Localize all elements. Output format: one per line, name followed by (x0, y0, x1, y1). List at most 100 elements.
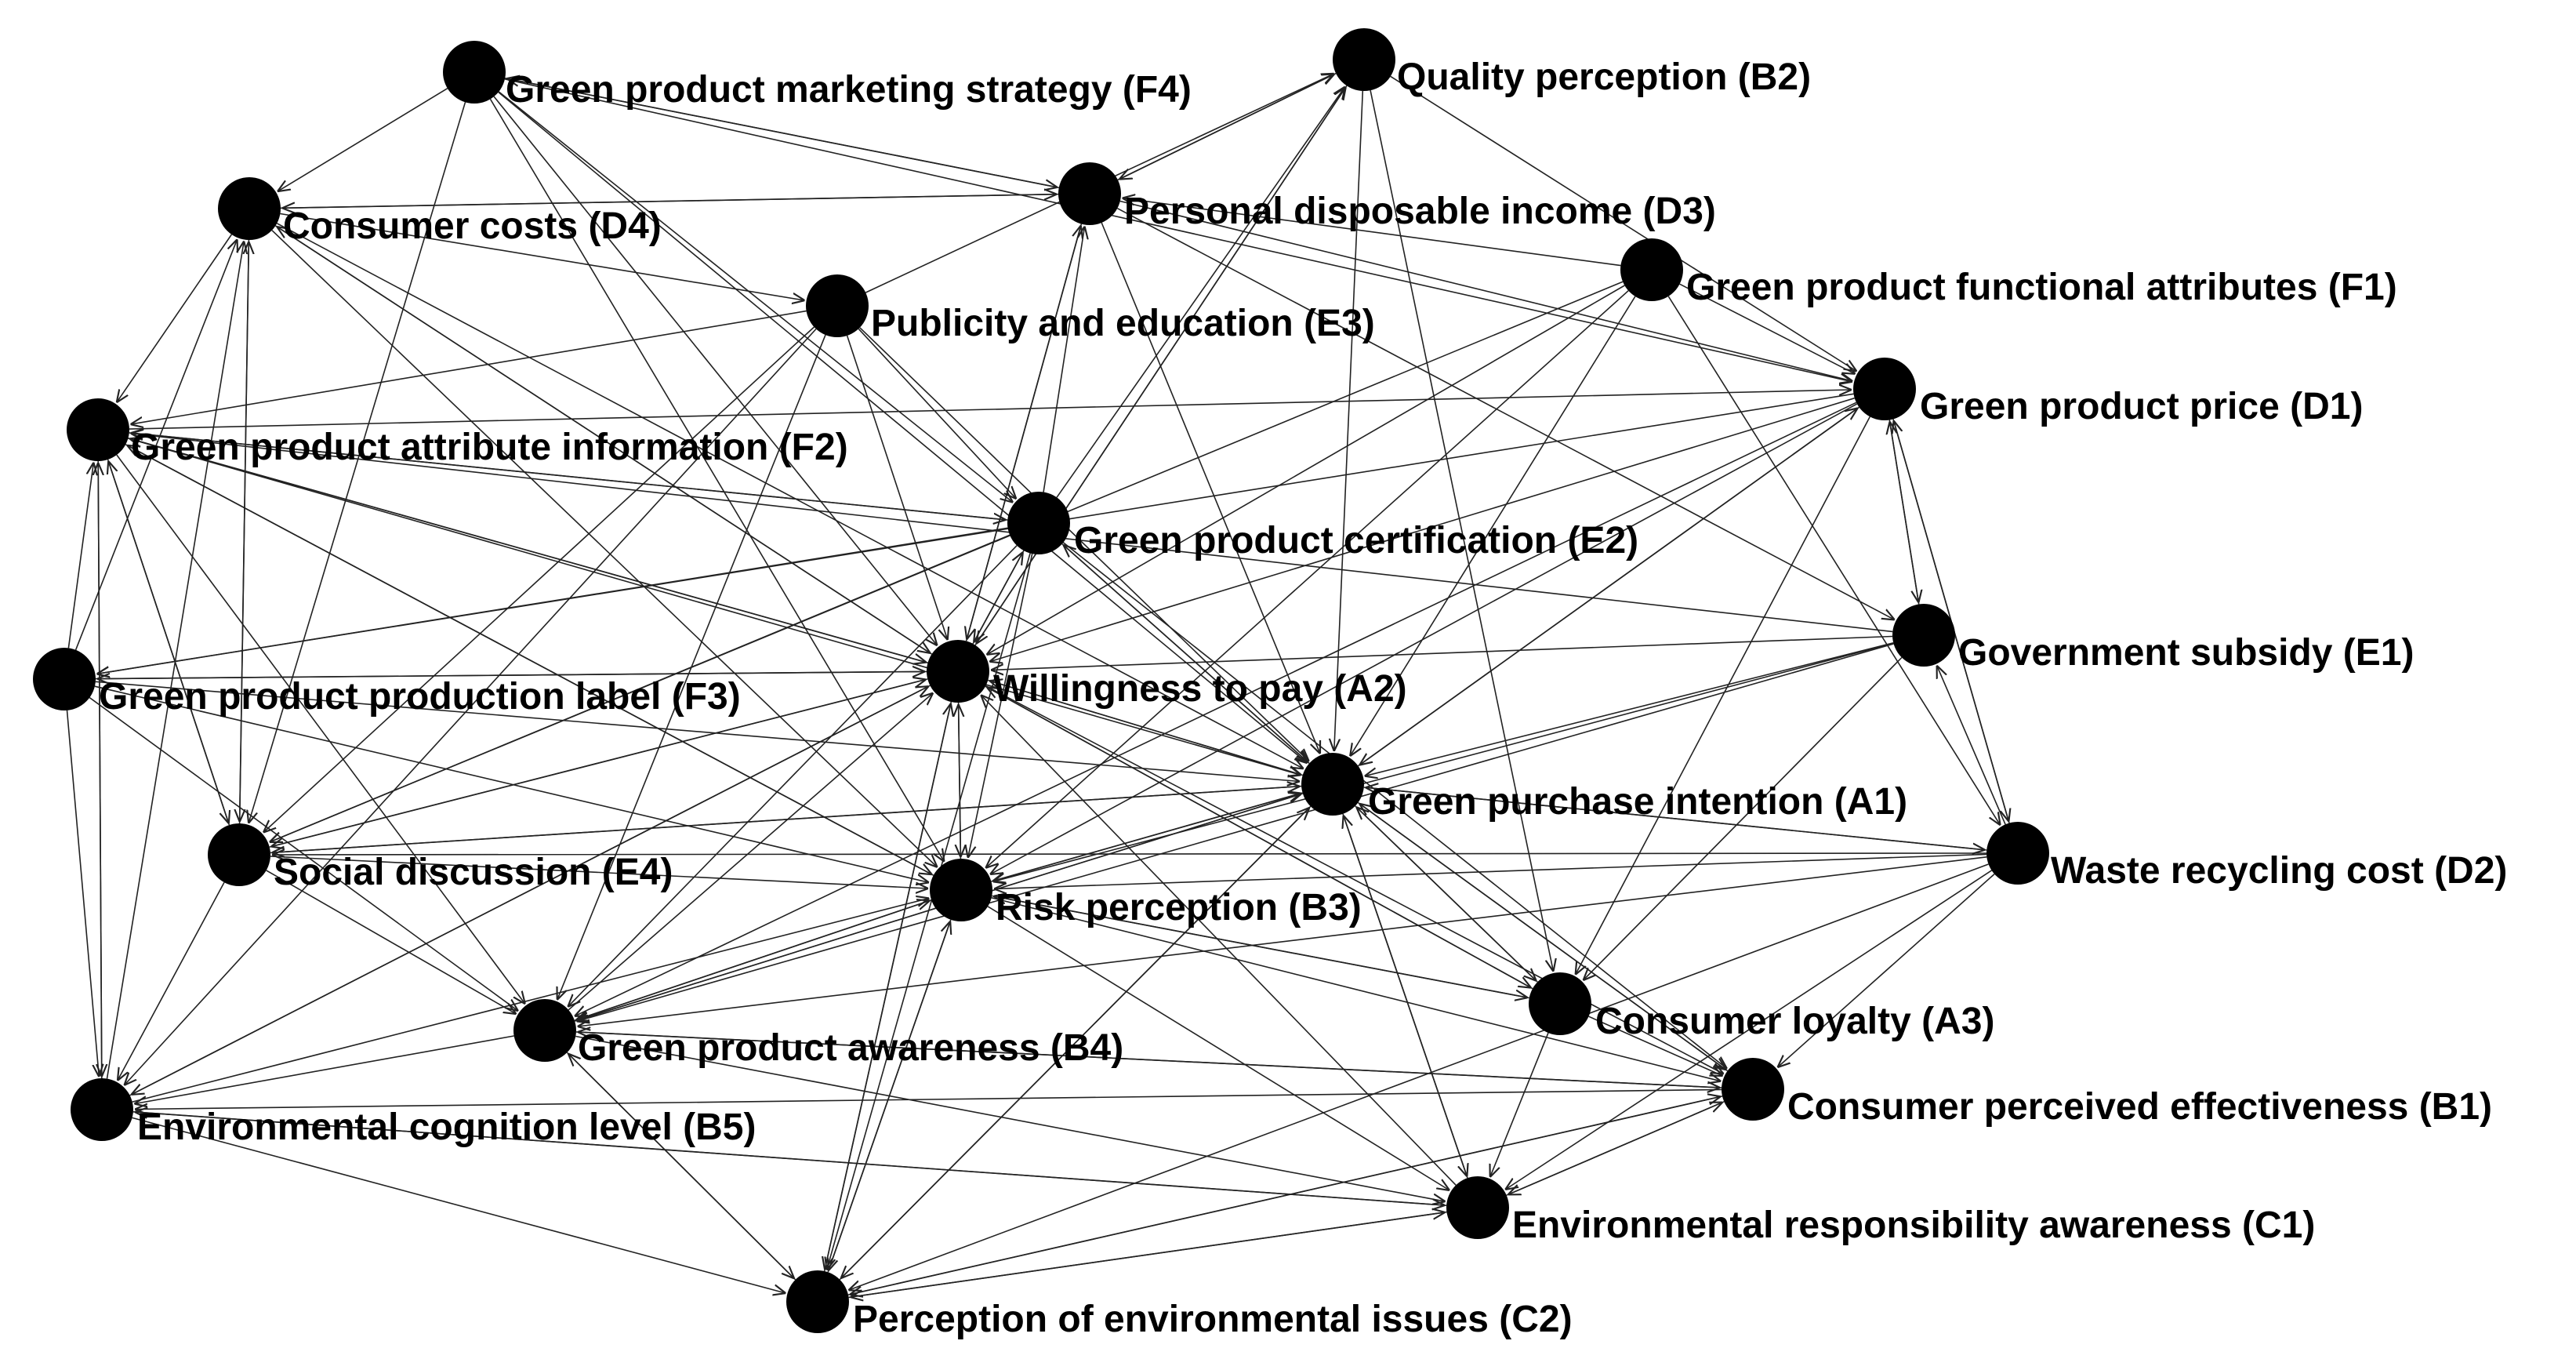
edge-c1-to-b5 (135, 1112, 1447, 1206)
node-d2 (1986, 822, 2049, 885)
node-f2 (67, 398, 129, 461)
node-e2 (1007, 492, 1070, 554)
edge-d1-to-a2 (989, 397, 1855, 662)
node-a3 (1529, 972, 1591, 1035)
edge-e4-to-b5 (118, 881, 225, 1081)
edge-b5-to-a2 (129, 686, 929, 1096)
node-label-e3: Publicity and education (E3) (871, 303, 1375, 344)
edge-e1-to-d1 (1890, 422, 1920, 605)
edge-b3-to-f2 (127, 445, 934, 876)
edge-f4-to-a1 (498, 91, 1308, 764)
node-label-f2: Green product attribute information (F2) (131, 427, 848, 468)
edge-b2-to-d1 (1390, 75, 1857, 371)
edge-f2-to-d1 (129, 390, 1852, 430)
edge-f4-to-a2 (493, 96, 938, 645)
node-label-a1: Green purchase intention (A1) (1368, 781, 1907, 823)
edge-d2-to-c1 (1505, 870, 1993, 1190)
edge-d2-to-b3 (994, 853, 1987, 888)
edge-c1-to-b1 (1506, 1103, 1723, 1196)
edge-e3-to-b5 (124, 328, 817, 1086)
edge-f1-to-d1 (1679, 283, 1856, 374)
edge-a3-to-b1 (1588, 1016, 1723, 1076)
node-e1 (1892, 604, 1955, 667)
edge-a1-to-d1 (1358, 408, 1858, 767)
edge-e2-to-b4 (568, 545, 1018, 1007)
edge-d2-to-e1 (1937, 666, 2006, 825)
edge-d2-to-c2 (848, 863, 1989, 1290)
edge-d2-to-b1 (1777, 874, 1995, 1068)
node-label-f3: Green product production label (F3) (99, 676, 741, 718)
node-e3 (806, 274, 869, 337)
edge-f4-to-d4 (278, 88, 448, 192)
edge-f4-to-d1 (504, 78, 1852, 382)
edge-a2-to-f2 (129, 438, 928, 663)
node-label-d1: Green product price (D1) (1920, 386, 2363, 427)
edge-c2-to-b4 (568, 1054, 796, 1281)
node-label-b5: Environmental cognition level (B5) (137, 1106, 756, 1148)
edge-e3-to-e4 (263, 326, 815, 833)
edge-e1-to-b3 (993, 642, 1894, 881)
node-f1 (1620, 238, 1683, 301)
edge-b2-to-a1 (1334, 90, 1364, 751)
edge-b5-to-f2 (98, 463, 102, 1079)
edge-d4-to-b3 (271, 230, 938, 867)
edge-f1-to-d3 (1123, 198, 1621, 267)
edge-a2-to-d4 (277, 227, 932, 655)
edge-f2-to-b4 (116, 454, 525, 1004)
edge-d4-to-a1 (276, 223, 1304, 769)
edge-f4-to-b3 (489, 98, 945, 862)
edge-a3-to-a1 (1356, 807, 1538, 983)
edge-d3-to-a1 (1101, 222, 1320, 754)
edge-c2-to-c1 (848, 1212, 1446, 1299)
edge-e4-to-d4 (238, 242, 249, 824)
edge-e4-to-f2 (108, 461, 230, 826)
edge-c1-to-a2 (981, 695, 1457, 1186)
node-d1 (1853, 358, 1916, 420)
edge-f3-to-a1 (95, 681, 1300, 781)
node-label-b1: Consumer perceived effectiveness (B1) (1787, 1086, 2492, 1128)
edge-d4-to-d3 (280, 194, 1057, 209)
node-label-d3: Personal disposable income (D3) (1124, 191, 1716, 232)
edge-b5-to-d4 (106, 241, 245, 1079)
edge-c1-to-a1 (1344, 816, 1468, 1179)
edge-a2-to-e2 (972, 552, 1023, 645)
edge-b1-to-b4 (578, 1032, 1722, 1088)
edge-f1-to-d2 (1667, 296, 2000, 826)
edge-e4-to-b4 (266, 870, 517, 1014)
edge-a1-to-a2 (989, 681, 1303, 776)
edge-b2-to-d3 (1119, 72, 1337, 180)
edge-b4-to-b5 (134, 1035, 514, 1104)
edge-c2-to-a2 (823, 703, 951, 1272)
edge-b3-to-a2 (959, 704, 961, 859)
node-label-e2: Green product certification (E2) (1074, 520, 1638, 561)
edge-e3-to-f2 (130, 310, 807, 424)
edge-e2-to-f2 (131, 433, 1008, 521)
edge-e2-to-b1 (1062, 542, 1727, 1069)
edge-e2-to-b2 (1056, 86, 1345, 498)
node-label-d4: Consumer costs (D4) (283, 205, 662, 247)
edge-e1-to-a1 (1365, 642, 1894, 776)
edge-c2-to-a1 (839, 808, 1309, 1281)
edge-d3-to-d1 (1119, 200, 1852, 382)
nodes-layer (33, 28, 2049, 1333)
edge-d1-to-b3 (990, 403, 1858, 874)
node-label-c2: Perception of environmental issues (C2) (853, 1299, 1573, 1340)
edge-d3-to-f4 (506, 78, 1059, 189)
edge-b3-to-a1 (991, 794, 1301, 882)
node-label-f4: Green product marketing strategy (F4) (506, 69, 1192, 111)
edge-f3-to-b3 (94, 685, 929, 882)
edge-c2-to-b1 (847, 1096, 1721, 1295)
edge-a3-to-c1 (1490, 1032, 1549, 1177)
edge-a2-to-f3 (97, 670, 927, 678)
edge-f1-to-a2 (986, 285, 1625, 655)
edge-a3-to-a2 (987, 687, 1533, 990)
edge-e3-to-a1 (859, 327, 1309, 761)
node-label-b4: Green product awareness (B4) (578, 1027, 1123, 1069)
edge-b3-to-c1 (987, 906, 1449, 1190)
edge-e1-to-b4 (576, 643, 1894, 1021)
edge-a1-to-e2 (1063, 545, 1310, 764)
node-b2 (1333, 28, 1395, 91)
edge-b4-to-b3 (574, 900, 930, 1021)
edge-e4-to-b3 (270, 856, 928, 888)
